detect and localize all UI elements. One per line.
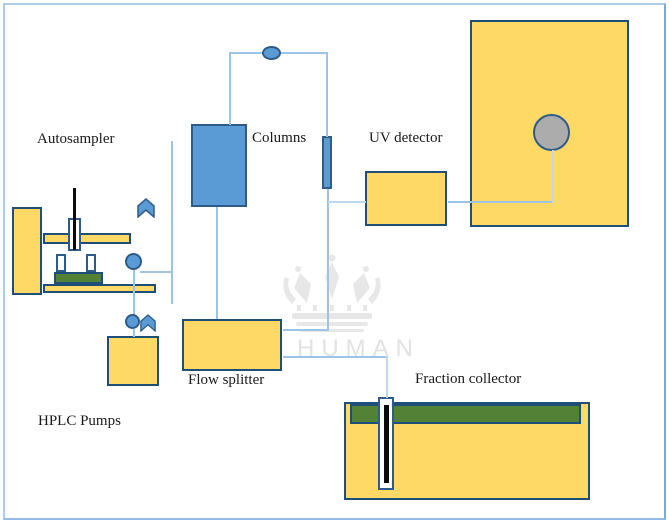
autosampler-label: Autosampler [37, 131, 115, 147]
tubing-line-column-to-splitter [216, 207, 218, 319]
tubing-line-to-secondary-column [326, 52, 328, 137]
uv-detector-box [365, 171, 447, 226]
tubing-line-injector-to-pump [133, 270, 135, 315]
tubing-line-splitter-branch-1 [283, 329, 329, 331]
flow-splitter-label: Flow splitter [188, 372, 265, 388]
tubing-line-to-column-top [229, 52, 231, 125]
check-valve-icon [140, 314, 156, 332]
autosampler-tower [12, 207, 42, 295]
crown-icon [279, 253, 385, 333]
autosampler-base [43, 284, 156, 293]
tubing-line-to-uv-detector [328, 201, 366, 203]
flow-splitter-box [182, 319, 282, 371]
hplc-pumps-label: HPLC Pumps [38, 413, 121, 429]
sample-vial [56, 254, 66, 272]
injector-valve-circle [125, 253, 142, 270]
main-column [191, 124, 247, 207]
pump-head-circle [125, 314, 140, 329]
uv-detector-label: UV detector [369, 130, 443, 146]
fraction-tray [350, 404, 581, 424]
autosampler-arm [43, 233, 131, 244]
tubing-line-to-fraction-collector [386, 356, 388, 398]
watermark-text: HUMAN [297, 335, 420, 362]
pump-box [107, 336, 159, 386]
secondary-column [322, 136, 332, 189]
tubing-line-splitter-branch-2 [283, 356, 388, 358]
tubing-line-autosampler-vertical [171, 141, 173, 304]
detector-chamber-box [470, 20, 629, 227]
dispenser-probe-needle [384, 405, 389, 483]
sample-vial [86, 254, 96, 272]
tubing-line-secondary-column-down [327, 189, 329, 331]
lamp-circle-icon [533, 114, 570, 151]
diagram-frame-border [3, 3, 666, 520]
columns-label: Columns [252, 130, 307, 146]
tubing-line-uv-to-chamber [448, 201, 554, 203]
sample-tray [54, 272, 103, 284]
injection-needle [73, 188, 76, 250]
check-valve-icon [137, 198, 155, 218]
fraction-collector-label: Fraction collector [415, 371, 522, 387]
valve-ellipse [262, 46, 281, 60]
tubing-line-pump-inlet [133, 329, 135, 337]
tubing-line-lamp-vertical [552, 150, 554, 203]
tubing-line-injector-branch [140, 271, 172, 273]
